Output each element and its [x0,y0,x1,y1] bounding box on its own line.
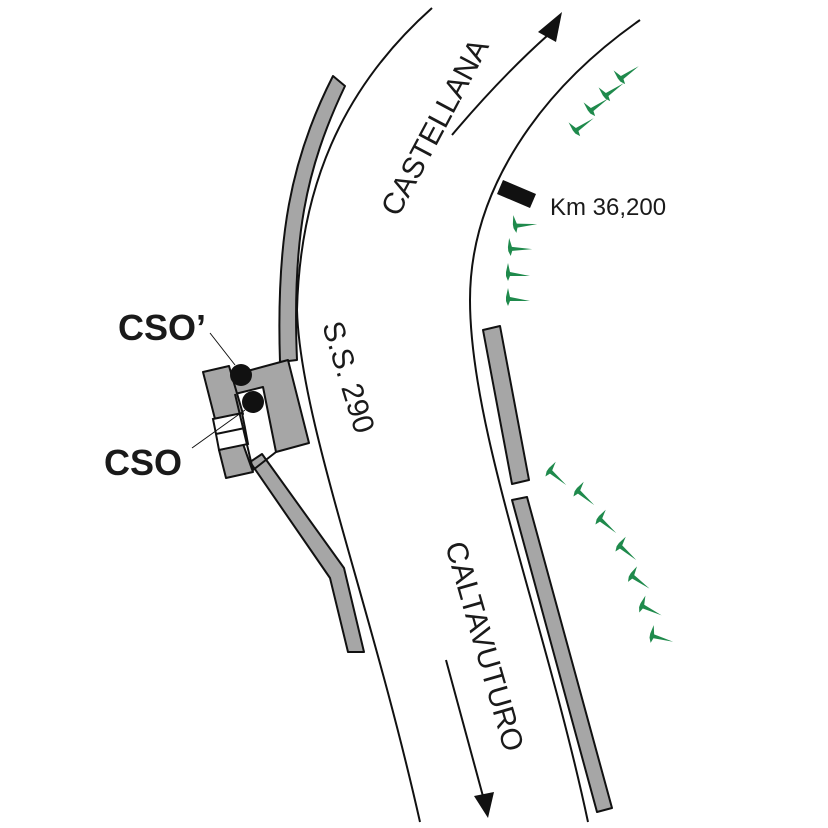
cso-structure [202,359,310,479]
tree-icon [595,509,617,534]
direction-north-label: CASTELLANA [375,34,496,222]
arrowhead-north-icon [538,12,562,42]
tree-icon [598,83,624,102]
km-marker-icon [497,180,536,208]
cso-prime-point [230,364,252,386]
tree-icon [583,98,609,117]
cso-point [242,391,264,413]
tree-icon [568,118,594,137]
tree-icon [512,215,538,233]
cso-prime-leader [209,332,236,366]
tree-icon [545,461,567,486]
tree-icon [649,625,674,643]
cso-leader [191,409,246,449]
tree-icon [573,481,595,506]
tree-icon [628,566,650,589]
arrow-castellana [451,34,549,136]
tree-icon [506,263,530,281]
tree-icon [639,595,662,616]
road-name-label: S.S. 290 [315,317,380,437]
road-edge-right [468,19,641,823]
cso-label: CSO [104,442,182,483]
right-wall-lower [511,496,613,813]
road-edge-left [295,7,433,823]
tree-icon [613,66,639,85]
km-marker-label: Km 36,200 [550,194,666,221]
arrow-caltavuturo [445,659,485,801]
tree-icon [615,536,637,561]
right-wall-upper [482,325,530,485]
direction-south-label: CALTAVUTURO [438,538,529,755]
cso-prime-label: CSO’ [118,307,206,348]
tree-icon [507,238,533,256]
arrowhead-south-icon [474,792,494,818]
left-retaining-wall [278,75,346,363]
tree-icon [506,288,530,306]
vegetation-group [506,66,674,643]
lower-left-wall [249,453,365,653]
